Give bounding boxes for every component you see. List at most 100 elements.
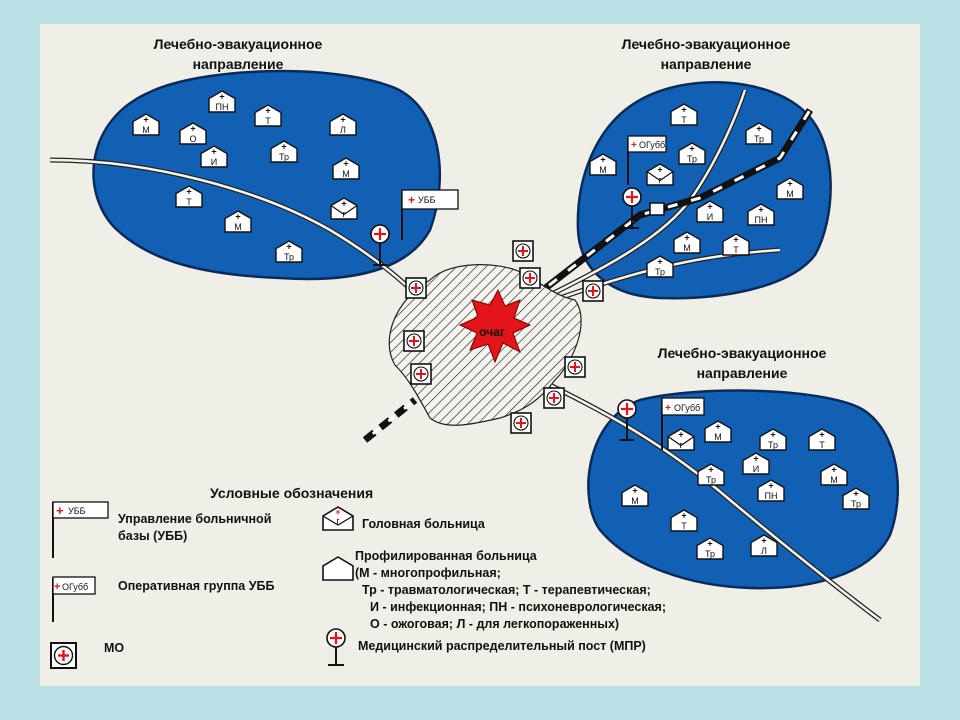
mpr-post [617, 399, 637, 441]
hospital-tent: +О [179, 122, 207, 145]
hospital-tent-label: О [189, 134, 196, 144]
svg-text:+: + [707, 539, 712, 549]
hospital-tent-label: Т [265, 116, 271, 126]
svg-text:+: + [340, 115, 345, 125]
hospital-tent-label: М [830, 475, 838, 485]
svg-text:+: + [632, 486, 637, 496]
svg-text:+: + [665, 403, 671, 414]
hospital-tent-label: Т [681, 521, 687, 531]
hospital-tent: +ПН [208, 90, 236, 113]
focus-star [458, 288, 532, 364]
hospital-tent-label: И [707, 212, 713, 222]
og-flag-label-zone2: ОГубб [639, 140, 665, 150]
svg-text:+: + [219, 92, 224, 102]
zone-northwest [92, 69, 441, 281]
svg-text:+: + [761, 536, 766, 546]
zone2-title-line2: направление [661, 56, 752, 72]
hospital-tent-label: М [342, 169, 350, 179]
svg-text:+: + [341, 199, 346, 209]
hospital-tent-label: М [234, 222, 242, 232]
legend-mpr: Медицинский распределительный пост (МПР) [358, 639, 646, 653]
hospital-tent: +Т [722, 233, 750, 256]
hospital-tent-label: Тр [705, 549, 715, 559]
hospital-tent-label: Т [819, 440, 825, 450]
hospital-tent-label: Т [733, 245, 739, 255]
zone3-title-line2: направление [697, 365, 788, 381]
legend-ubb-line2: базы (УББ) [118, 529, 187, 543]
hospital-tent: +Тр [275, 240, 303, 263]
hospital-tent: +Т [670, 509, 698, 532]
hospital-tent-label: М [599, 165, 607, 175]
svg-text:+: + [756, 124, 761, 134]
legend-profiled-hospital-symbol [322, 556, 354, 581]
svg-text:+: + [657, 257, 662, 267]
focus-label: очаг [479, 325, 505, 339]
hospital-tent: +ПН [747, 203, 775, 226]
og-flag-zone3: + ОГубб [661, 397, 705, 450]
legend-head-hospital: Головная больница [362, 517, 486, 531]
legend-og: Оперативная группа УББ [118, 579, 274, 593]
svg-text:+: + [787, 179, 792, 189]
hospital-tent-label: Тр [851, 499, 861, 509]
svg-text:+: + [770, 430, 775, 440]
mo-box [410, 363, 432, 385]
mpr-posts [370, 187, 642, 441]
hospital-tent-label: М [786, 189, 794, 199]
hospital-tent-label: М [142, 125, 150, 135]
svg-text:+: + [733, 235, 738, 245]
hospital-tent: +И [200, 145, 228, 168]
legend-og-flag-label: ОГубб [62, 582, 88, 592]
zone1-title-line2: направление [193, 56, 284, 72]
hospital-tent-label: Тр [687, 154, 697, 164]
mpr-post [370, 224, 390, 266]
legend-ubb-line1: Управление больничной [118, 512, 271, 526]
zone2-title-line1: Лечебно-эвакуационное [622, 36, 791, 52]
hospital-tent: +Тр [759, 428, 787, 451]
legend-ubb-flag-label: УББ [68, 506, 86, 516]
mo-box [403, 330, 425, 352]
hospital-tent-label: г [342, 209, 346, 219]
hospital-tent: +Тр [646, 255, 674, 278]
svg-text:+: + [211, 147, 216, 157]
legend-mo: МО [104, 641, 124, 655]
mo-box [564, 356, 586, 378]
hospital-tent-label: М [714, 432, 722, 442]
legend-og-symbol: + ОГубб [52, 576, 96, 622]
svg-text:+: + [657, 165, 662, 175]
svg-text:г: г [336, 516, 340, 526]
legend-title: Условные обозначения [210, 485, 373, 501]
svg-text:+: + [335, 507, 340, 517]
svg-text:+: + [678, 430, 683, 440]
legend-mpr-symbol [326, 628, 346, 666]
svg-text:+: + [707, 202, 712, 212]
svg-text:+: + [715, 422, 720, 432]
svg-text:+: + [600, 155, 605, 165]
hospital-tent: +М [704, 420, 732, 443]
mo-box [512, 240, 534, 262]
hospital-tent: +М [776, 177, 804, 200]
hospital-tent-label: Тр [284, 252, 294, 262]
diagram-panel: очаг Лечебно-эвакуационное направление Л… [40, 24, 920, 686]
hospital-tent-label: ПН [755, 215, 768, 225]
hospital-tent: +ПН [757, 479, 785, 502]
legend-profiled-line2: (М - многопрофильная; [355, 566, 501, 580]
svg-text:+: + [758, 205, 763, 215]
mo-box [510, 412, 532, 434]
hospital-tent-label: ПН [765, 491, 778, 501]
hospital-tent-label: И [211, 157, 217, 167]
hospital-tent: +Тр [678, 142, 706, 165]
svg-text:+: + [689, 144, 694, 154]
legend-profiled-line5: О - ожоговая; Л - для легкопораженных) [370, 617, 619, 631]
ubb-flag-label: УББ [418, 195, 436, 205]
legend-ubb-symbol: + УББ [52, 501, 109, 558]
hospital-tent-label: Т [681, 115, 687, 125]
legend-profiled-line1: Профилированная больница [355, 549, 538, 563]
hospital-tent-label: И [753, 464, 759, 474]
mo-box [405, 277, 427, 299]
svg-text:+: + [56, 503, 64, 518]
svg-text:+: + [631, 140, 637, 151]
hospital-tent: +Тр [842, 487, 870, 510]
hospital-tent: +Тр [697, 463, 725, 486]
ubb-flag-zone1: + УББ [401, 189, 459, 240]
hospital-tent: +М [673, 231, 701, 254]
